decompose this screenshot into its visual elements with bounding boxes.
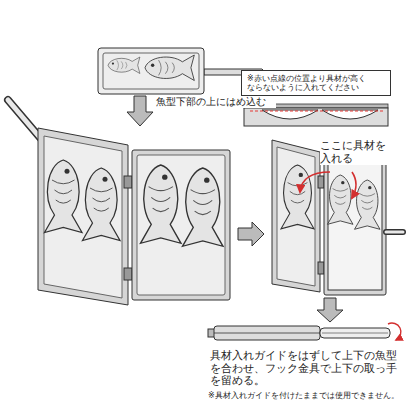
warning-note: ※具材入れガイドを付けたままでは使用できません。: [208, 391, 406, 400]
down-arrow: [317, 298, 343, 322]
guide-piece: [98, 48, 265, 94]
right-arrow: [238, 222, 264, 246]
note-box: ※赤い点線の位置より具材が高く ならないように入れてください: [241, 70, 391, 96]
warning-note: ※具材入れガイドを付けたままでは使用できません。: [208, 391, 406, 400]
instruction-text: 具材入れガイドをはずして上下の魚型 を合わせ、フック金具で上下の取っ手 を留める…: [210, 350, 406, 388]
note-text: ※赤い点線の位置より具材が高く ならないように入れてください: [247, 74, 385, 92]
down-arrow: [127, 96, 153, 126]
step-note: 魚型下部の上にはめ込む: [156, 96, 276, 108]
closed-pan: [208, 323, 401, 340]
callout-text: ここに具材を 入れる: [320, 140, 392, 165]
open-pan: [8, 100, 230, 305]
open-pan-with-guide: [272, 140, 403, 295]
instruction-text: 具材入れガイドをはずして上下の魚型 を合わせ、フック金具で上下の取っ手 を留める…: [210, 350, 406, 388]
step-note: 魚型下部の上にはめ込む: [156, 96, 276, 108]
callout-text: ここに具材を 入れる: [320, 140, 392, 165]
